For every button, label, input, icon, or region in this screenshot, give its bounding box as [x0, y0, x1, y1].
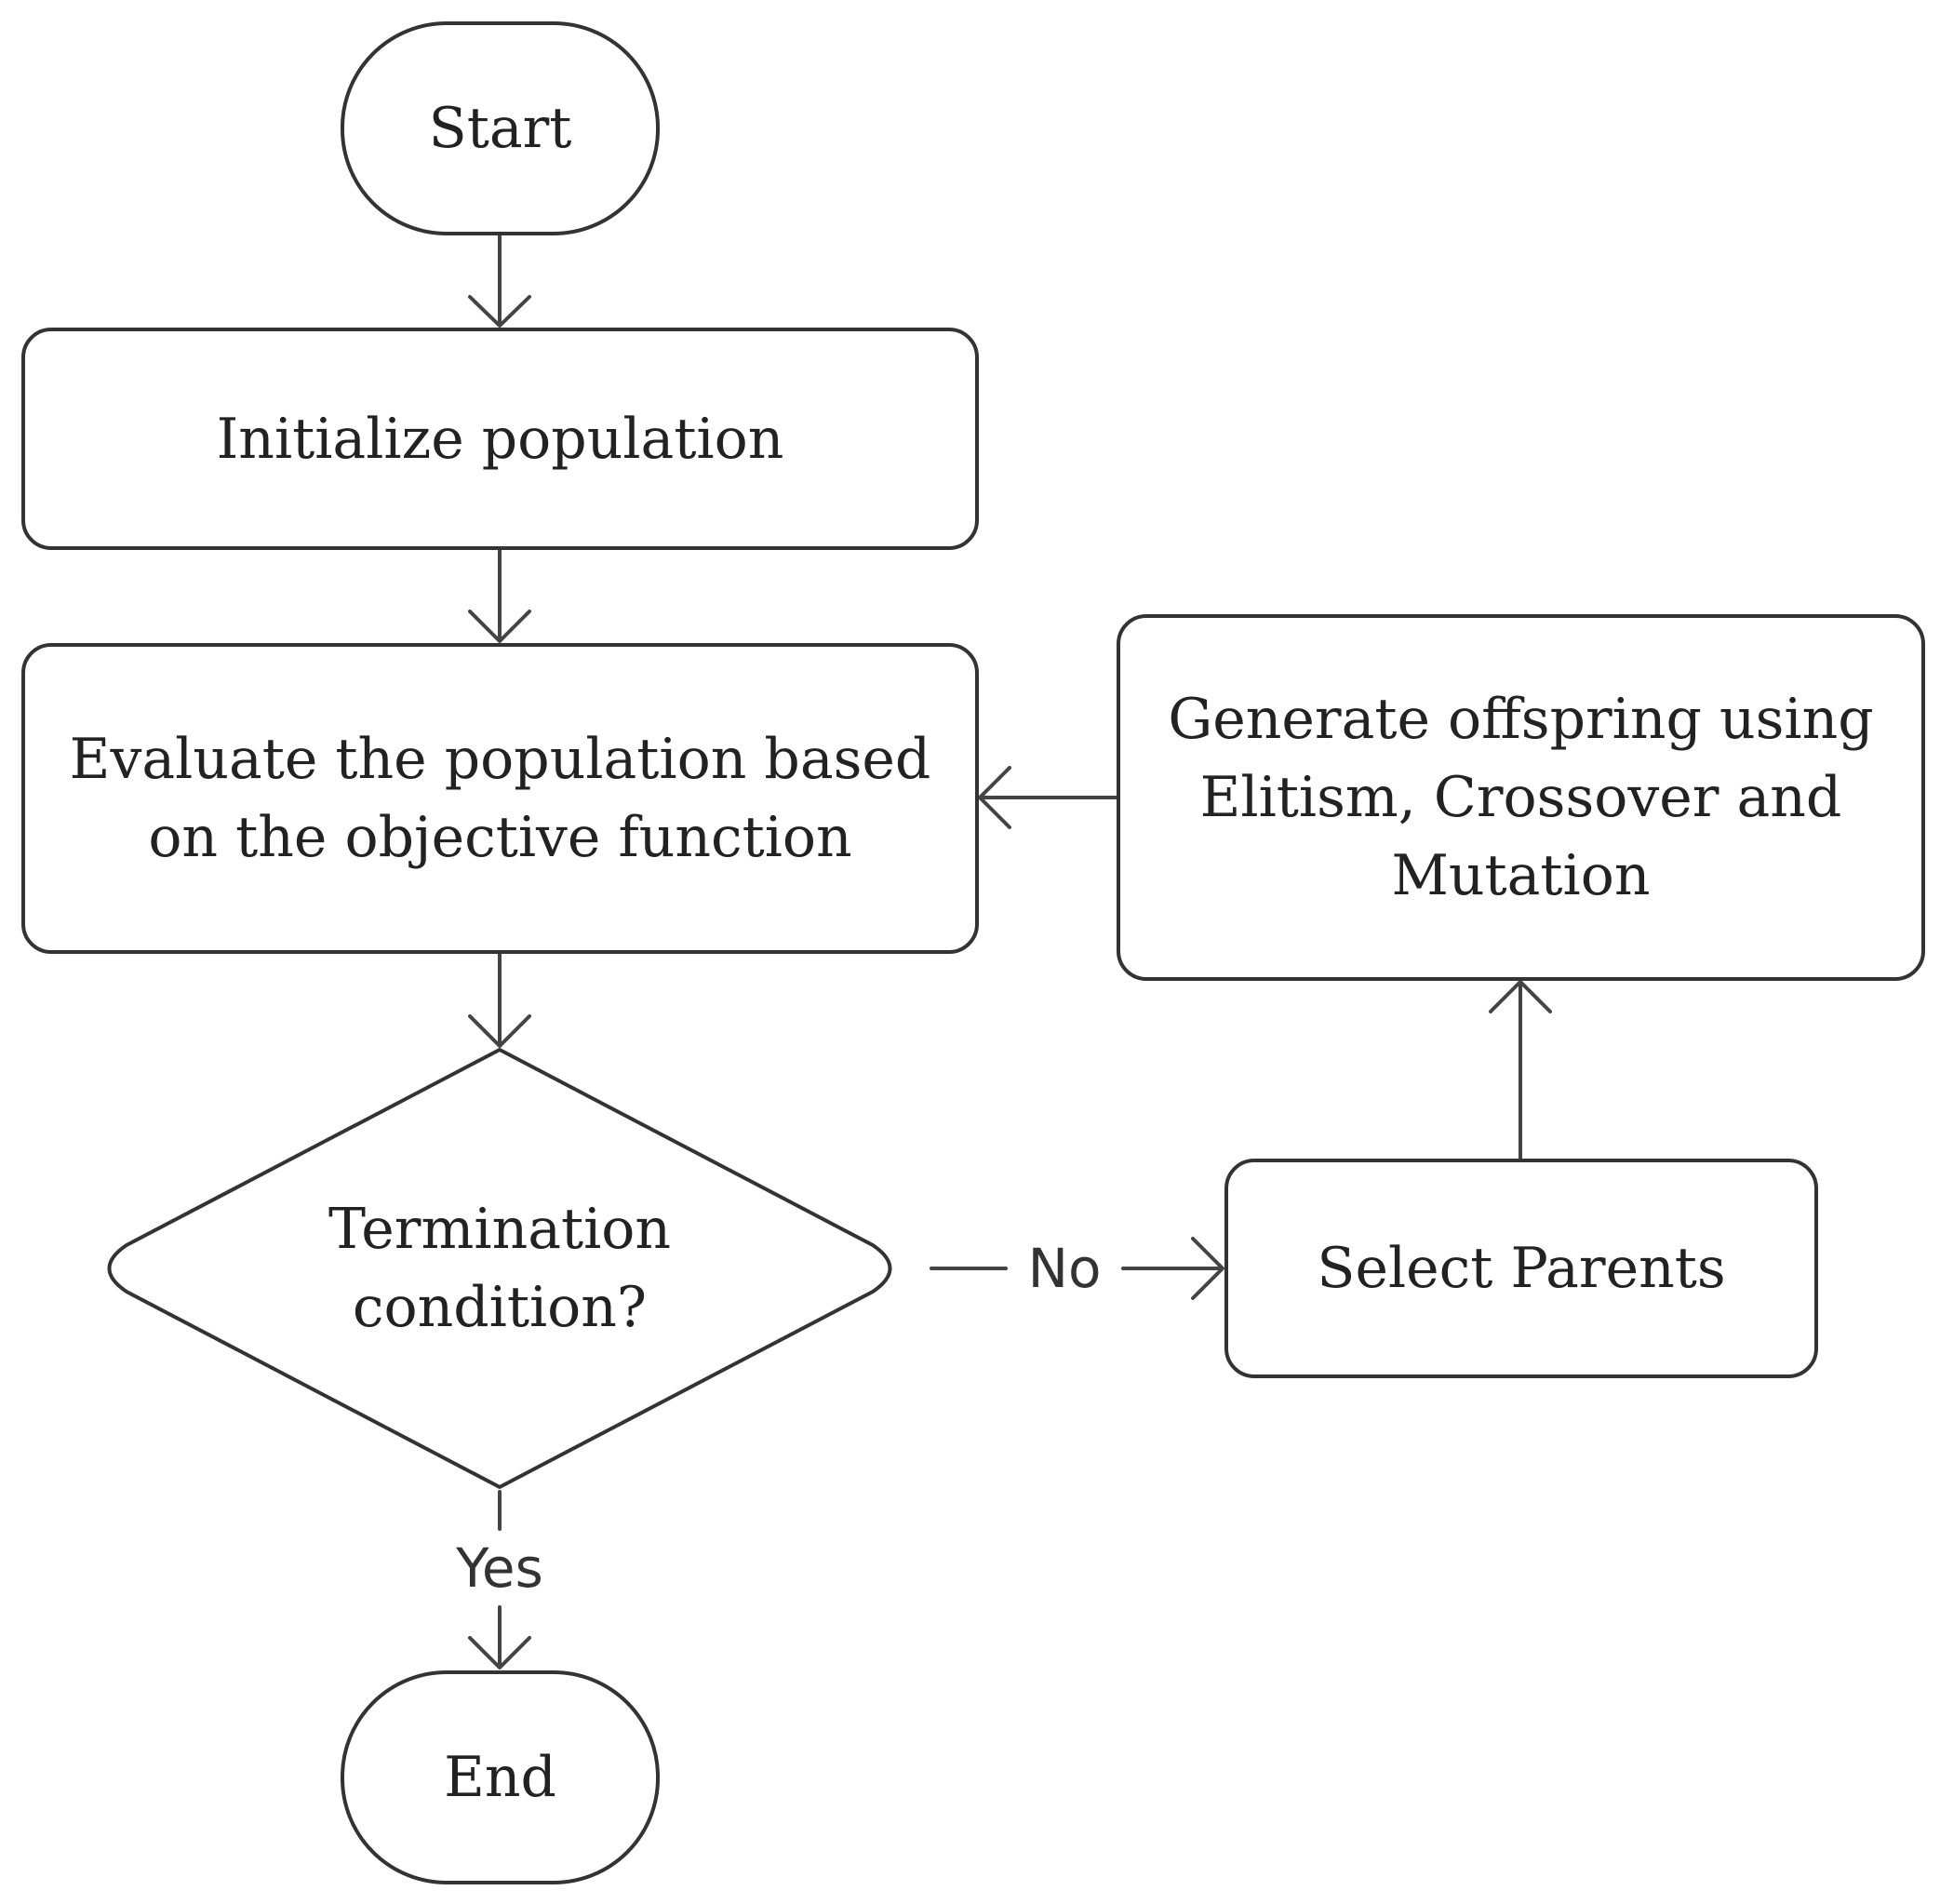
generate-offspring-node: Generate offspring using Elitism, Crosso…	[1117, 614, 1925, 981]
decision-diamond	[107, 1048, 892, 1489]
arrowhead-generate-to-evaluate	[978, 766, 1011, 829]
termination-condition-label: Termination condition?	[328, 1197, 672, 1340]
arrowhead-start-to-initialize	[468, 295, 531, 328]
arrowhead-select-to-generate	[1489, 980, 1552, 1013]
evaluate-population-node: Evaluate the population based on the obj…	[21, 643, 979, 954]
arrowhead-no	[1191, 1237, 1224, 1300]
end-node: End	[341, 1670, 660, 1884]
initialize-population-node: Initialize population	[21, 328, 979, 550]
select-parents-node: Select Parents	[1224, 1159, 1818, 1378]
arrowhead-evaluate-to-termination	[468, 1014, 531, 1048]
edge-label-no: No	[1011, 1236, 1117, 1301]
start-node: Start	[341, 21, 660, 235]
edge-label-yes: Yes	[444, 1535, 555, 1601]
arrowhead-yes	[468, 1636, 531, 1669]
arrowhead-initialize-to-evaluate	[468, 610, 531, 643]
